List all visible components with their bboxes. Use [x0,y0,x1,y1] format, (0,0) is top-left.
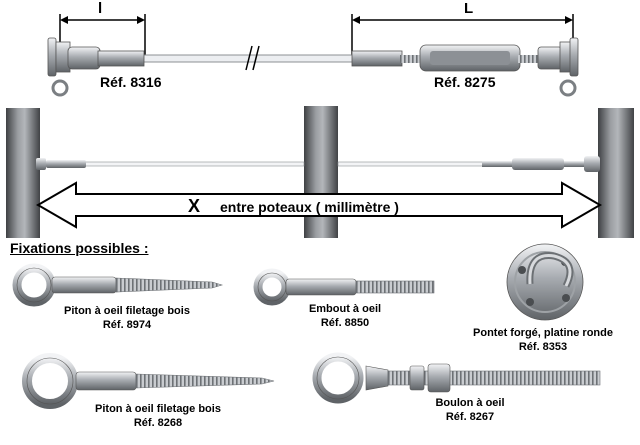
dimension-l-label: l [98,0,103,17]
cable-assembly-top [47,14,579,97]
fixing-name: Piton à oeil filetage bois [64,305,190,317]
break-marks [245,45,260,71]
span-double-arrow [36,181,602,229]
span-variable: X [188,196,201,216]
fixing-ref: Réf. 8974 [102,319,152,331]
mini-terminal-left [36,158,86,170]
fixing-caption-8353: Pontet forgé, platine ronde Réf. 8353 [458,326,628,354]
dimension-L [351,14,574,55]
fixing-name: Piton à oeil filetage bois [95,403,221,415]
fixing-ref: Réf. 8267 [445,411,495,423]
post-right [598,108,634,238]
span-label: entre poteaux ( millimètre ) [220,199,399,215]
post-left [6,108,40,238]
installation-view [6,106,634,238]
fixing-ref: Réf. 8353 [518,341,568,353]
mini-turnbuckle-right [482,156,600,172]
dimension-L-label: L [464,0,474,17]
fixing-image-8974 [12,263,224,307]
fixing-ref: Réf. 8268 [133,417,183,429]
fixing-caption-8850: Embout à oeil Réf. 8850 [285,302,405,330]
fixing-image-8353 [506,243,584,321]
fixing-ref: Réf. 8850 [320,317,370,329]
reference-left: Réf. 8316 [100,74,162,90]
fixing-name: Embout à oeil [308,303,382,315]
post-center [304,106,338,238]
fixing-image-8850 [253,268,435,306]
turnbuckle-right [351,37,579,97]
fixing-caption-8267: Boulon à oeil Réf. 8267 [420,396,520,424]
fixing-caption-8974: Piton à oeil filetage bois Réf. 8974 [52,304,202,332]
fixing-image-8268 [22,353,275,409]
fixing-name: Pontet forgé, platine ronde [473,327,613,339]
fixing-name: Boulon à oeil [435,397,505,409]
fork-terminal-left [47,37,145,97]
fixings-heading: Fixations possibles : [10,240,149,256]
fixing-image-8267 [312,352,601,404]
fixing-caption-8268: Piton à oeil filetage bois Réf. 8268 [78,402,238,430]
reference-right: Réf. 8275 [434,74,496,90]
